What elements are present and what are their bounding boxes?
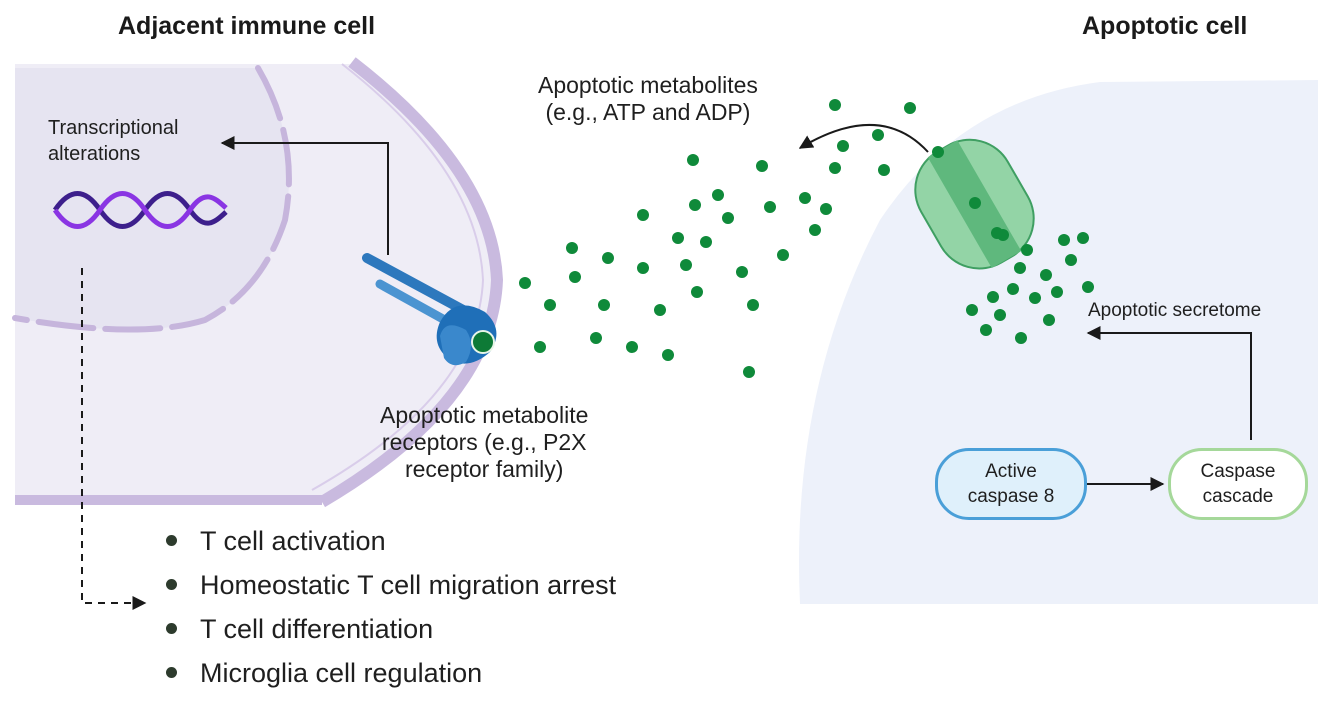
metabolite-dot [672, 232, 684, 244]
dna-helix-icon [52, 191, 228, 229]
receptors-label: Apoptotic metabolite receptors (e.g., P2… [380, 402, 588, 483]
metabolite-dot [654, 304, 666, 316]
outcome-text: T cell activation [200, 526, 386, 556]
metabolite-dot [544, 299, 556, 311]
active-caspase-8-box: Active caspase 8 [935, 448, 1087, 520]
metabolite-dot [829, 162, 841, 174]
metabolite-dot [590, 332, 602, 344]
metabolite-dot [777, 249, 789, 261]
list-item: T cell activation [160, 519, 616, 563]
active-caspase-line2: caspase 8 [967, 486, 1055, 507]
metabolite-dot [932, 146, 944, 158]
apoptotic-cell [799, 80, 1318, 604]
metabolite-dot [1077, 232, 1089, 244]
metabolite-dot [736, 266, 748, 278]
metabolite-dot [1040, 269, 1052, 281]
active-caspase-line1: Active [985, 461, 1037, 482]
receptors-line3: receptor family) [404, 456, 564, 482]
metabolite-dot [756, 160, 768, 172]
metabolite-dot [747, 299, 759, 311]
transcriptional-label: Transcriptional alterations [48, 115, 178, 167]
transcription-arrow [220, 136, 389, 255]
transcriptional-line2: alterations [48, 143, 141, 165]
metabolites-line1: Apoptotic metabolites [538, 72, 758, 98]
metabolite-dot [969, 197, 981, 209]
metabolite-dot [534, 341, 546, 353]
metabolite-dot [712, 189, 724, 201]
metabolite-dot [1014, 262, 1026, 274]
metabolite-dot [626, 341, 638, 353]
metabolite-dot [994, 309, 1006, 321]
metabolite-dot [689, 199, 701, 211]
bullet-icon [166, 579, 177, 590]
metabolite-dot [687, 154, 699, 166]
metabolite-dot [1021, 244, 1033, 256]
bullet-icon [166, 535, 177, 546]
metabolite-dot [991, 227, 1003, 239]
metabolite-dot [829, 99, 841, 111]
metabolite-dot [1007, 283, 1019, 295]
metabolite-dot [1043, 314, 1055, 326]
caspase-cascade-box: Caspase cascade [1168, 448, 1308, 520]
metabolite-release-arrow [798, 123, 929, 153]
metabolite-dot [722, 212, 734, 224]
metabolite-dot [602, 252, 614, 264]
metabolite-dot [1058, 234, 1070, 246]
list-item: Homeostatic T cell migration arrest [160, 563, 616, 607]
cascade-line1: Caspase [1200, 461, 1276, 482]
metabolite-dot [872, 129, 884, 141]
metabolite-dots [519, 99, 1094, 378]
transcriptional-line1: Transcriptional [48, 117, 179, 139]
bullet-icon [166, 667, 177, 678]
metabolite-dot [980, 324, 992, 336]
metabolite-dot [878, 164, 890, 176]
outcome-text: Homeostatic T cell migration arrest [200, 570, 617, 600]
outcomes-dashed-arrow [81, 268, 147, 610]
metabolite-dot [598, 299, 610, 311]
metabolites-line2: (e.g., ATP and ADP) [545, 99, 751, 125]
metabolite-dot [700, 236, 712, 248]
receptors-line1: Apoptotic metabolite [380, 402, 589, 428]
metabolite-dot [569, 271, 581, 283]
metabolite-dot [662, 349, 674, 361]
metabolite-dot [680, 259, 692, 271]
metabolite-dot [809, 224, 821, 236]
metabolite-dot [966, 304, 978, 316]
metabolite-dot [799, 192, 811, 204]
title-apoptotic-cell: Apoptotic cell [1082, 12, 1248, 40]
metabolite-dot [987, 291, 999, 303]
metabolites-label: Apoptotic metabolites (e.g., ATP and ADP… [538, 72, 758, 126]
metabolite-dot [637, 262, 649, 274]
outcome-text: Microglia cell regulation [200, 658, 483, 688]
metabolite-dot [519, 277, 531, 289]
metabolite-dot [1065, 254, 1077, 266]
metabolite-dot [764, 201, 776, 213]
cascade-line2: cascade [1202, 486, 1274, 507]
metabolite-dot [691, 286, 703, 298]
metabolite-dot [1082, 281, 1094, 293]
metabolite-dot [820, 203, 832, 215]
bullet-icon [166, 623, 177, 634]
metabolite-dot [1051, 286, 1063, 298]
receptors-line2: receptors (e.g., P2X [381, 429, 587, 455]
list-item: T cell differentiation [160, 607, 616, 651]
metabolite-dot [743, 366, 755, 378]
outcome-text: T cell differentiation [200, 614, 434, 644]
metabolite-dot [837, 140, 849, 152]
secretome-arrow [1086, 326, 1252, 440]
outcomes-list: T cell activation Homeostatic T cell mig… [160, 519, 616, 695]
p2x-receptor-icon [362, 253, 497, 366]
metabolite-dot [904, 102, 916, 114]
secretome-label: Apoptotic secretome [1088, 300, 1262, 321]
metabolite-dot [637, 209, 649, 221]
metabolite-dot [566, 242, 578, 254]
title-adjacent-immune-cell: Adjacent immune cell [118, 12, 376, 40]
metabolite-dot [1029, 292, 1041, 304]
metabolite-dot [1015, 332, 1027, 344]
list-item: Microglia cell regulation [160, 651, 616, 695]
